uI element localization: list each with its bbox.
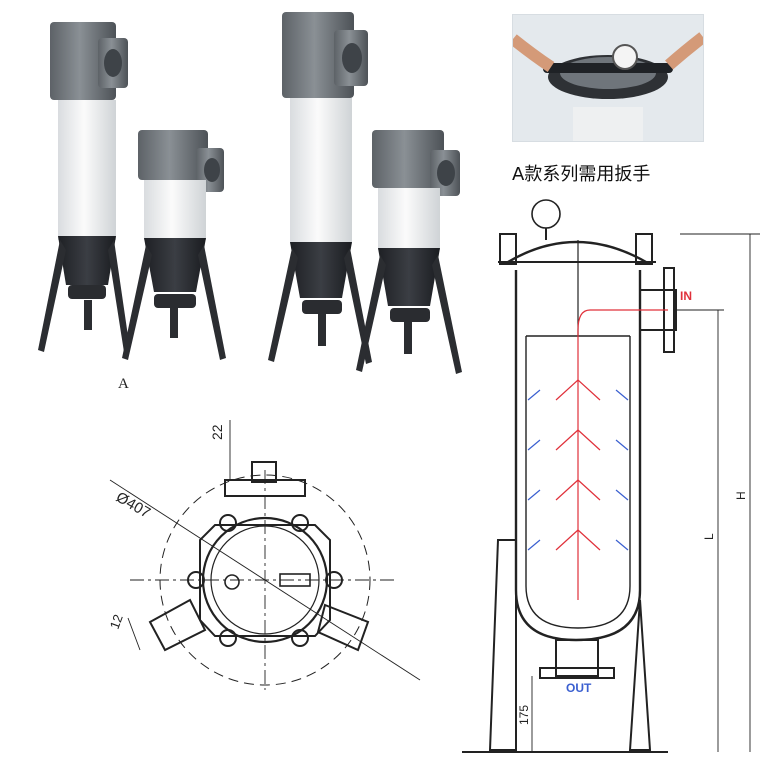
inlet-label: IN	[680, 289, 692, 303]
wrench-photo-graphic	[513, 15, 703, 141]
top-dim-label: 22	[209, 424, 225, 440]
flow-arrows-out	[527, 389, 629, 551]
inlet-dim-label: 12	[107, 612, 126, 631]
wrench-usage-photo	[512, 14, 704, 142]
tall-filter-left	[38, 22, 130, 352]
length-dim-label: L	[702, 533, 716, 540]
outlet-label: OUT	[566, 681, 592, 695]
flow-arrows-in	[555, 309, 668, 600]
product-model-label: A	[118, 376, 129, 392]
short-filter-right	[356, 130, 462, 374]
short-filter-left	[122, 130, 226, 360]
pressure-gauge-icon	[531, 199, 561, 229]
wrench-note: A款系列需用扳手	[512, 164, 651, 185]
tall-filter-middle	[268, 12, 372, 364]
leg-dim-label: 175	[517, 705, 531, 725]
height-dim-label: H	[734, 491, 748, 500]
